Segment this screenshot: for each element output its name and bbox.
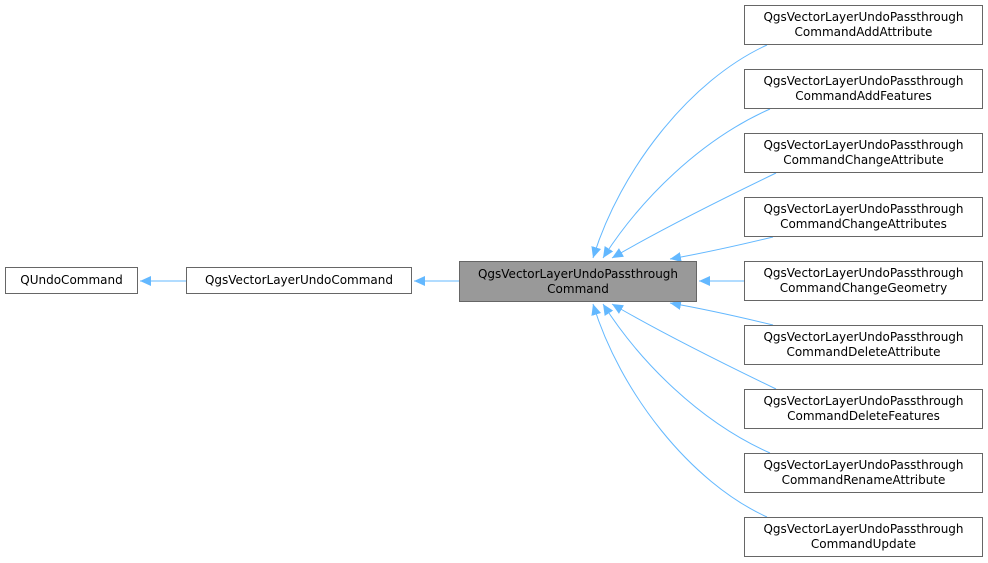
edge-add-features <box>602 108 771 259</box>
class-node-label-line2: CommandAddAttribute <box>794 25 933 39</box>
class-node-command-update[interactable]: QgsVectorLayerUndoPassthrough CommandUpd… <box>744 517 983 557</box>
class-node-qundocommand[interactable]: QUndoCommand <box>5 267 138 294</box>
class-node-label-line1: QgsVectorLayerUndoPassthrough <box>477 266 679 281</box>
class-node-label-line2: CommandChangeAttribute <box>783 153 944 167</box>
class-node-command-add-attribute[interactable]: QgsVectorLayerUndoPassthrough CommandAdd… <box>744 5 983 45</box>
class-node-label-line2: CommandChangeGeometry <box>779 281 948 295</box>
class-node-label-line1: QgsVectorLayerUndoPassthrough <box>763 10 964 24</box>
class-node-label-line1: QgsVectorLayerUndoPassthrough <box>763 202 964 216</box>
edge-change-attributes <box>669 236 774 263</box>
class-node-label-line1: QgsVectorLayerUndoPassthrough <box>763 266 964 280</box>
class-node-label-line2: CommandAddFeatures <box>795 89 932 103</box>
class-node-label-line2: CommandRenameAttribute <box>781 473 946 487</box>
class-node-label-line2: CommandUpdate <box>810 537 917 551</box>
class-node-command-rename-attribute[interactable]: QgsVectorLayerUndoPassthrough CommandRen… <box>744 453 983 493</box>
edge-update <box>591 303 768 518</box>
class-node-passthrough-command[interactable]: QgsVectorLayerUndoPassthrough Command <box>459 261 697 302</box>
edge-delete-attribute <box>669 299 774 326</box>
class-node-command-change-attributes[interactable]: QgsVectorLayerUndoPassthrough CommandCha… <box>744 197 983 237</box>
edge-rename-attribute <box>602 303 771 454</box>
edge-add-attribute <box>591 44 768 259</box>
class-node-label-line2: Command <box>547 281 609 296</box>
class-node-label: QUndoCommand <box>20 273 123 287</box>
class-node-label-line2: CommandDeleteFeatures <box>787 409 940 423</box>
class-node-label-line2: CommandChangeAttributes <box>780 217 947 231</box>
class-node-label-line1: QgsVectorLayerUndoPassthrough <box>763 74 964 88</box>
class-node-label-line1: QgsVectorLayerUndoPassthrough <box>763 138 964 152</box>
class-node-command-delete-features[interactable]: QgsVectorLayerUndoPassthrough CommandDel… <box>744 389 983 429</box>
edge-change-attribute <box>611 172 777 259</box>
class-node-label-line1: QgsVectorLayerUndoPassthrough <box>763 522 964 536</box>
class-node-command-change-attribute[interactable]: QgsVectorLayerUndoPassthrough CommandCha… <box>744 133 983 173</box>
edge-delete-features <box>611 303 777 390</box>
class-node-label-line1: QgsVectorLayerUndoPassthrough <box>763 458 964 472</box>
class-node-command-add-features[interactable]: QgsVectorLayerUndoPassthrough CommandAdd… <box>744 69 983 109</box>
class-node-qgsvectorlayerundocommand[interactable]: QgsVectorLayerUndoCommand <box>186 267 412 294</box>
class-node-label-line2: CommandDeleteAttribute <box>786 345 941 359</box>
class-node-label: QgsVectorLayerUndoCommand <box>204 273 394 287</box>
class-node-label-line1: QgsVectorLayerUndoPassthrough <box>763 394 964 408</box>
class-node-label-line1: QgsVectorLayerUndoPassthrough <box>763 330 964 344</box>
class-node-command-delete-attribute[interactable]: QgsVectorLayerUndoPassthrough CommandDel… <box>744 325 983 365</box>
class-node-command-change-geometry[interactable]: QgsVectorLayerUndoPassthrough CommandCha… <box>744 261 983 301</box>
